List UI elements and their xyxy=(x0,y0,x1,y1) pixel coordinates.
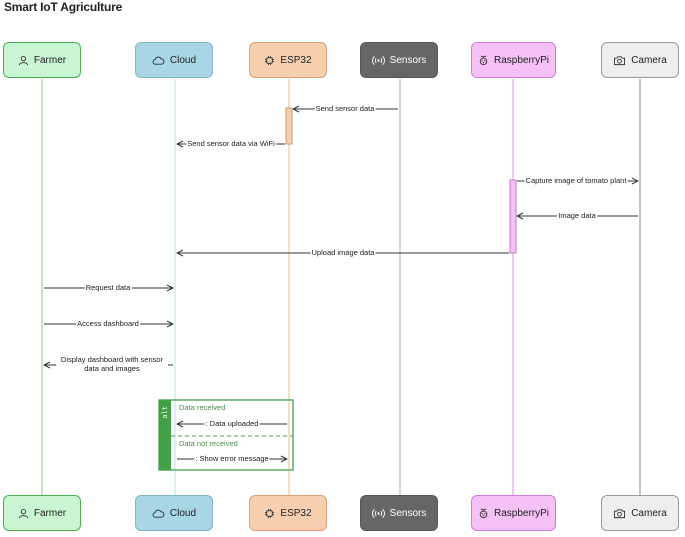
message-label: Request data xyxy=(84,283,132,292)
raspberry-icon xyxy=(479,55,488,66)
message-label: Display dashboard with sensor data and i… xyxy=(56,355,168,373)
message-label: : Data uploaded xyxy=(204,419,260,428)
cloud-icon xyxy=(152,509,165,518)
participant-raspberrypi-bottom: RaspberryPi xyxy=(471,495,556,531)
cloud-icon xyxy=(152,56,165,65)
camera-icon xyxy=(614,508,626,518)
participant-cloud-bottom: Cloud xyxy=(135,495,213,531)
participant-sensors-top: Sensors xyxy=(360,42,438,78)
message-label: Upload image data xyxy=(310,248,376,257)
signal-icon xyxy=(371,508,385,518)
participant-label: Cloud xyxy=(169,507,197,519)
alt-condition-not-received: Data not received xyxy=(179,439,238,448)
participant-label: Sensors xyxy=(389,54,427,66)
chip-icon xyxy=(265,55,275,65)
participant-cloud-top: Cloud xyxy=(135,42,213,78)
user-icon xyxy=(18,55,28,65)
participant-raspberrypi-top: RaspberryPi xyxy=(471,42,556,78)
camera-icon xyxy=(614,55,626,65)
chip-icon xyxy=(265,508,275,518)
alt-tag: alt xyxy=(159,400,171,470)
signal-icon xyxy=(371,55,385,65)
participant-esp32-top: ESP32 xyxy=(249,42,327,78)
raspberry-icon xyxy=(479,508,488,519)
alt-condition-received: Data received xyxy=(179,403,226,412)
activation-esp32 xyxy=(285,107,293,145)
participant-camera-top: Camera xyxy=(601,42,679,78)
participant-label: Camera xyxy=(631,54,667,66)
participant-label: Camera xyxy=(631,507,667,519)
message-label: Send sensor data xyxy=(314,104,376,113)
diagram-title: Smart IoT Agriculture xyxy=(4,0,123,14)
participant-farmer-top: Farmer xyxy=(3,42,81,78)
participant-camera-bottom: Camera xyxy=(601,495,679,531)
participant-sensors-bottom: Sensors xyxy=(360,495,438,531)
message-label: Access dashboard xyxy=(76,319,140,328)
message-label: Capture image of tomato plant xyxy=(524,176,628,185)
activation-raspberrypi xyxy=(509,179,517,254)
user-icon xyxy=(18,508,28,518)
participant-label: Sensors xyxy=(389,507,427,519)
message-label: Image data xyxy=(557,211,597,220)
participant-farmer-bottom: Farmer xyxy=(3,495,81,531)
participant-label: Cloud xyxy=(169,54,197,66)
participant-label: ESP32 xyxy=(280,507,312,519)
participant-label: RaspberryPi xyxy=(493,507,550,519)
participant-label: Farmer xyxy=(33,54,67,66)
message-label: : Show error message xyxy=(194,454,270,463)
participant-label: Farmer xyxy=(33,507,67,519)
participant-label: ESP32 xyxy=(280,54,312,66)
participant-label: RaspberryPi xyxy=(493,54,550,66)
message-label: Send sensor data via WiFi xyxy=(186,139,276,148)
participant-esp32-bottom: ESP32 xyxy=(249,495,327,531)
